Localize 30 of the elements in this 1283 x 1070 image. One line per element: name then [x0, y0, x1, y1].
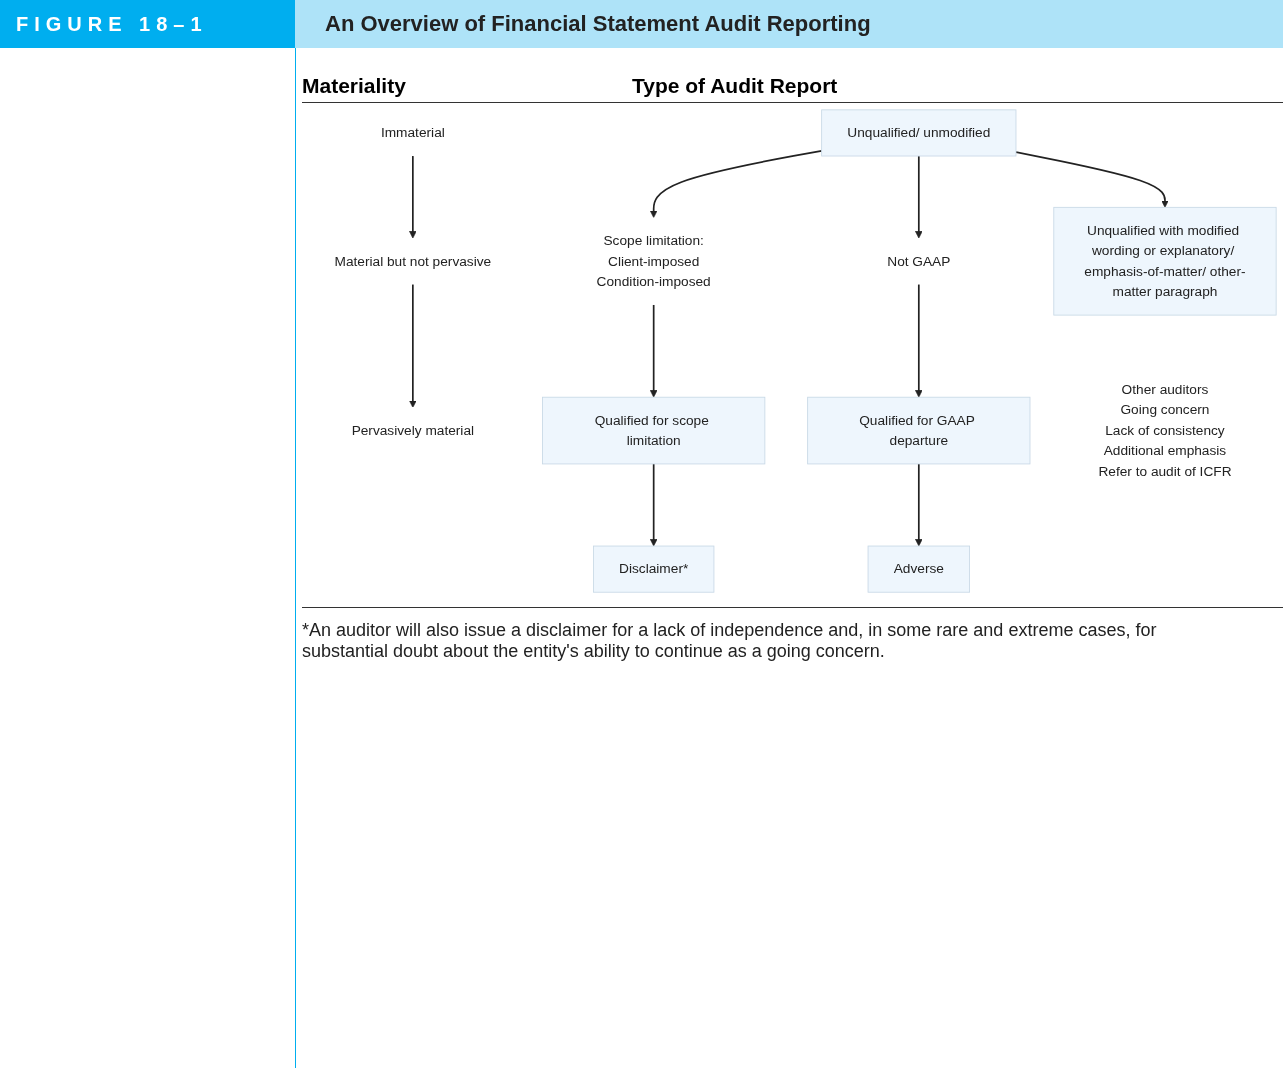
column-heading: Materiality: [302, 74, 406, 97]
arrow: [915, 155, 923, 239]
node-text: Material but not pervasive: [334, 253, 492, 269]
arrow: [1015, 151, 1169, 208]
node-label: Additional emphasis: [1103, 443, 1227, 458]
arrow: [409, 283, 417, 408]
node-box: Qualified for GAAP departure: [807, 396, 1031, 465]
node-box: Disclaimer*: [593, 545, 715, 593]
node-label: Lack of consistency: [1105, 422, 1225, 438]
arrow: [409, 155, 417, 239]
arrow: [649, 463, 658, 547]
node-label: Going concern: [1120, 402, 1210, 417]
node-box: Unqualified/ unmodified: [821, 109, 1017, 157]
node-text: Pervasively material: [351, 422, 475, 438]
node-box: Unqualified with modified wording or explanatory/ emphasis-of-matter/ other-matter paragraph: [1053, 206, 1277, 316]
node-text: Not GAAP: [887, 253, 951, 269]
arrow: [649, 149, 823, 218]
arrow: [649, 304, 658, 398]
node-box: Qualified for scope limitation: [542, 396, 766, 465]
figure-number: FIGURE 18–1: [16, 12, 208, 36]
node-label: Other auditors: [1121, 381, 1209, 397]
node-label: Refer to audit of ICFR: [1098, 463, 1232, 479]
column-heading: Type of Audit Report: [632, 74, 838, 97]
node-box: Adverse: [867, 545, 970, 593]
title: An Overview of Financial Statement Audit Reporting: [325, 11, 871, 37]
arrow: [915, 283, 923, 398]
node-text: Scope limitation: Client-imposed Condition-imposed: [596, 233, 711, 289]
arrow: [915, 463, 923, 547]
node-text: Immaterial: [380, 125, 445, 140]
footnote: *An auditor will also issue a disclaimer for a lack of independence and, in some rare and extreme cases, for substantial doubt about the entity's ability to continue as a going concern.: [302, 620, 1157, 662]
